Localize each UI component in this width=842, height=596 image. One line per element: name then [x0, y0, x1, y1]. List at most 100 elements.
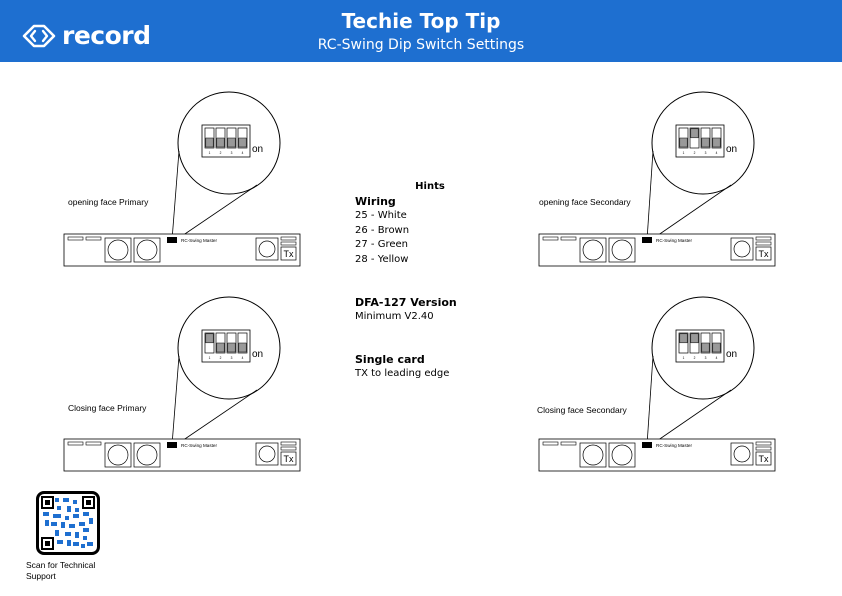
- wiring-item: 27 - Green: [355, 239, 408, 251]
- tx-connector: [733, 445, 751, 463]
- tx-label: Tx: [284, 454, 294, 464]
- led-indicator: [280, 236, 297, 241]
- switch-number: 4: [242, 151, 244, 155]
- brand-name: record: [62, 21, 151, 50]
- single-card-text: TX to leading edge: [355, 368, 450, 380]
- switch-number: 3: [231, 356, 233, 360]
- on-label: on: [726, 144, 737, 155]
- led-indicator: [755, 441, 772, 446]
- led-indicator: [560, 236, 577, 241]
- led-indicator: [755, 236, 772, 241]
- switch-number: 2: [694, 151, 696, 155]
- switch-number: 4: [716, 151, 718, 155]
- on-label: on: [726, 349, 737, 360]
- led-indicator: [560, 441, 577, 446]
- face-label: opening face Primary: [68, 197, 149, 207]
- controller-label: RC-Swing Master: [181, 238, 217, 243]
- dip-switch-on: [205, 333, 214, 344]
- terminal-connector: [611, 444, 633, 466]
- board-dip-switch: [167, 237, 177, 243]
- header-bar: record Techie Top Tip RC-Swing Dip Switc…: [0, 0, 842, 62]
- switch-number: 1: [209, 356, 211, 360]
- led-indicator: [280, 446, 297, 451]
- switch-number: 3: [705, 151, 707, 155]
- led-indicator: [755, 446, 772, 451]
- terminal-connector: [136, 444, 158, 466]
- version-heading: DFA-127 Version: [355, 295, 457, 309]
- led-indicator: [67, 236, 84, 241]
- tx-label: Tx: [284, 249, 294, 259]
- leader-line: [171, 355, 180, 446]
- led-indicator: [85, 236, 102, 241]
- qr-caption: Scan for Technical Support: [26, 560, 96, 581]
- switch-number: 4: [242, 356, 244, 360]
- on-label: on: [252, 349, 263, 360]
- wiring-item: 25 - White: [355, 210, 407, 222]
- tx-box: [280, 451, 297, 466]
- switch-number: 2: [220, 356, 222, 360]
- dip-switch-off: [216, 137, 225, 148]
- tx-box: [755, 246, 772, 261]
- face-label: Closing face Primary: [68, 403, 147, 413]
- dip-switch-off: [238, 137, 247, 148]
- page-subtitle: RC-Swing Dip Switch Settings: [317, 37, 525, 53]
- dip-switch-off: [205, 137, 214, 148]
- qr-code-icon[interactable]: [36, 491, 100, 555]
- board-dip-switch: [642, 442, 652, 448]
- terminal-connector: [136, 239, 158, 261]
- dip-switch-off: [712, 342, 721, 353]
- leader-line: [650, 184, 732, 241]
- dip-switch-on: [690, 333, 699, 344]
- tx-box: [280, 246, 297, 261]
- record-diamond-icon: [22, 24, 56, 48]
- dip-switch-off: [712, 137, 721, 148]
- tx-connector: [258, 445, 276, 463]
- switch-number: 3: [705, 356, 707, 360]
- led-indicator: [542, 441, 559, 446]
- dip-switch-off: [227, 342, 236, 353]
- wiring-item: 28 - Yellow: [355, 253, 409, 265]
- controller-label: RC-Swing Master: [181, 443, 217, 448]
- controller-label: RC-Swing Master: [656, 443, 692, 448]
- page-title: Techie Top Tip: [341, 9, 501, 33]
- leader-line: [650, 389, 732, 446]
- led-indicator: [755, 241, 772, 246]
- led-indicator: [67, 441, 84, 446]
- face-label: opening face Secondary: [539, 197, 631, 207]
- hints-panel: Hints Wiring 25 - White 26 - Brown 27 - …: [355, 180, 505, 382]
- switch-number: 2: [220, 151, 222, 155]
- dip-switch-on: [690, 128, 699, 139]
- wiring-heading: Wiring: [355, 194, 396, 208]
- tx-box: [755, 451, 772, 466]
- board-dip-switch: [167, 442, 177, 448]
- led-indicator: [280, 241, 297, 246]
- switch-number: 2: [694, 356, 696, 360]
- dip-switch-off: [701, 137, 710, 148]
- tx-connector: [733, 240, 751, 258]
- board-dip-switch: [642, 237, 652, 243]
- version-text: Minimum V2.40: [355, 311, 434, 323]
- led-indicator: [542, 236, 559, 241]
- single-card-heading: Single card: [355, 352, 425, 366]
- controller-label: RC-Swing Master: [656, 238, 692, 243]
- tx-label: Tx: [759, 454, 769, 464]
- wiring-item: 26 - Brown: [355, 224, 410, 236]
- leader-line: [175, 389, 258, 446]
- dip-switch-on: [679, 333, 688, 344]
- tx-connector: [258, 240, 276, 258]
- dip-switch-off: [701, 342, 710, 353]
- terminal-connector: [107, 444, 129, 466]
- led-indicator: [85, 441, 102, 446]
- dip-switch-off: [216, 342, 225, 353]
- tx-label: Tx: [759, 249, 769, 259]
- leader-line: [171, 150, 180, 241]
- switch-number: 1: [209, 151, 211, 155]
- on-label: on: [252, 144, 263, 155]
- record-logo: record: [22, 19, 151, 53]
- terminal-connector: [582, 239, 604, 261]
- face-label: Closing face Secondary: [537, 405, 628, 415]
- dip-switch-off: [238, 342, 247, 353]
- leader-line: [646, 150, 654, 241]
- terminal-connector: [107, 239, 129, 261]
